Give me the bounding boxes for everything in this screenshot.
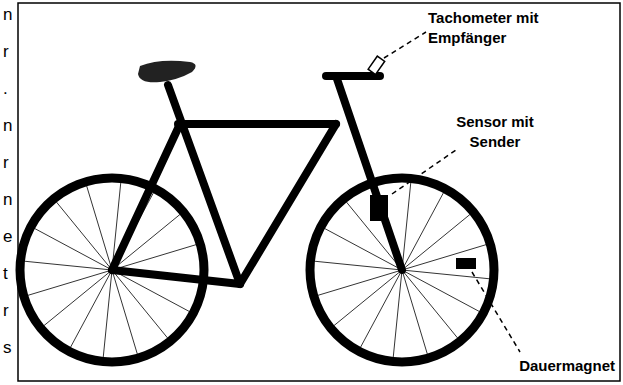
wheel-spokes [24, 182, 489, 357]
callout-label: Tachometer mit Empfänger [428, 8, 568, 49]
frame-border [18, 3, 620, 381]
spoke [56, 202, 112, 270]
spoke [44, 270, 112, 326]
sensor-device [370, 195, 388, 221]
cropped-text-fragment: e [3, 226, 12, 249]
cropped-text-fragment: r [3, 152, 9, 175]
cropped-text-fragment: . [3, 78, 8, 101]
cropped-text-fragment: n [3, 189, 12, 212]
saddle [138, 61, 196, 83]
spoke [402, 192, 444, 270]
spoke [334, 270, 402, 326]
leader-lines [384, 32, 520, 352]
cropped-text-fragment: r [3, 41, 9, 64]
cropped-text-fragment: s [3, 337, 12, 360]
spoke [112, 270, 137, 354]
bike-frame [112, 76, 402, 284]
spoke [402, 270, 458, 338]
spoke [318, 270, 402, 295]
spoke [402, 270, 427, 354]
spoke [70, 270, 112, 348]
callout-label: Dauermagnet [519, 356, 615, 376]
cropped-text-fragment: t [3, 263, 8, 286]
spoke [402, 270, 480, 312]
cropped-text-fragment: n [3, 115, 12, 138]
spoke [360, 270, 402, 348]
callout-label: Sensor mit Sender [440, 112, 550, 153]
spoke [34, 228, 112, 270]
spoke [112, 270, 168, 338]
permanent-magnet [456, 258, 476, 269]
cropped-text-fragment: r [3, 300, 9, 323]
spoke [28, 270, 112, 295]
tachometer-device [368, 56, 385, 74]
spoke [87, 186, 112, 270]
spoke [402, 245, 486, 270]
cropped-text-fragment: n [3, 4, 12, 27]
